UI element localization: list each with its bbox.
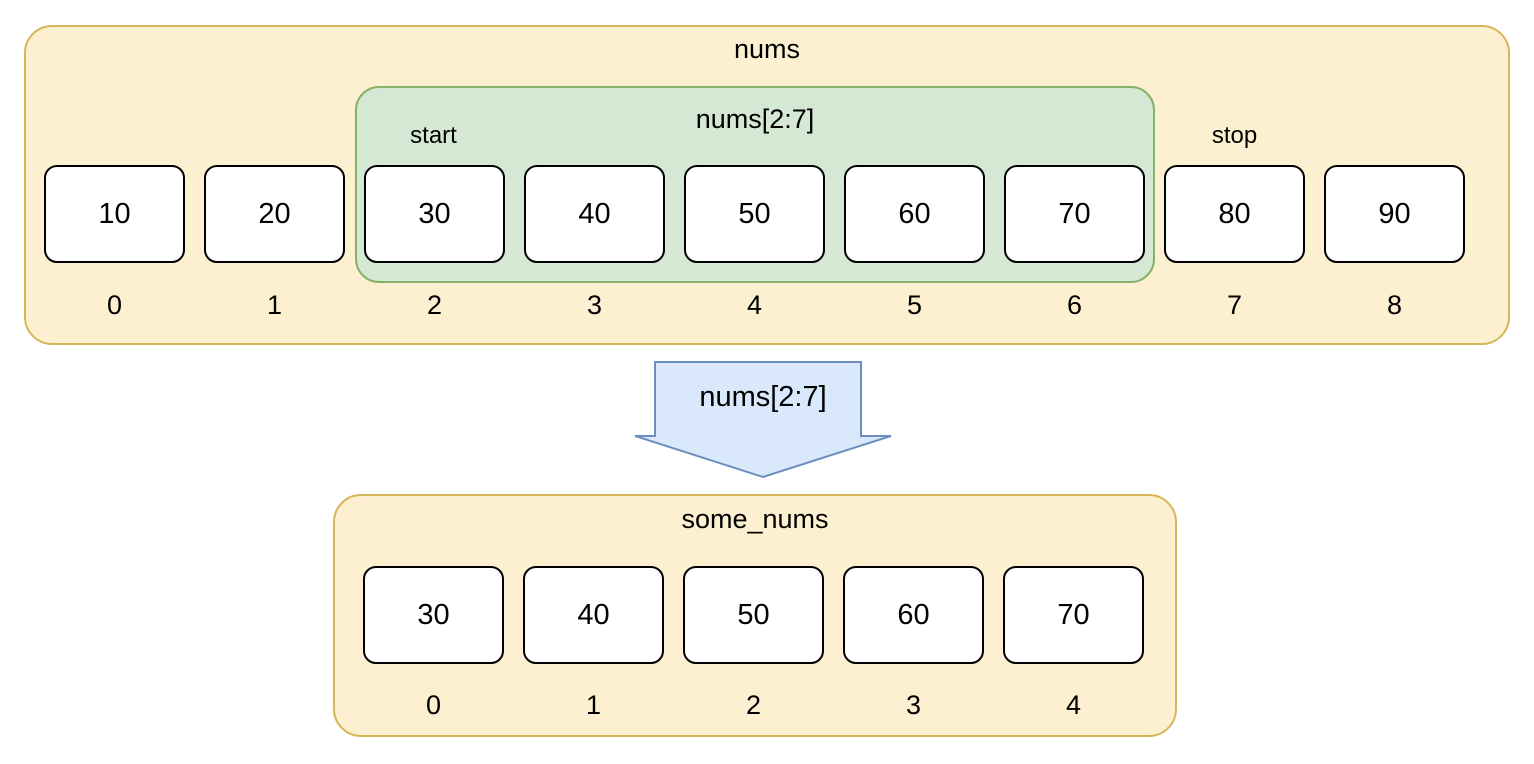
nums-cell: 30 xyxy=(364,165,505,263)
nums-cell: 60 xyxy=(844,165,985,263)
nums-list-title: nums xyxy=(733,34,801,64)
nums-index-label: 2 xyxy=(426,290,443,320)
nums-index-label: 5 xyxy=(906,290,923,320)
nums-index-label: 3 xyxy=(586,290,603,320)
nums-index-label: 1 xyxy=(266,290,283,320)
some-nums-index-label: 0 xyxy=(425,690,442,720)
some-nums-index-label: 3 xyxy=(905,690,922,720)
nums-cell: 70 xyxy=(1004,165,1145,263)
nums-index-label: 8 xyxy=(1386,290,1403,320)
nums-cell: 50 xyxy=(684,165,825,263)
nums-index-label: 6 xyxy=(1066,290,1083,320)
some-nums-cell: 40 xyxy=(523,566,664,664)
some-nums-cell: 60 xyxy=(843,566,984,664)
some-nums-index-label: 2 xyxy=(745,690,762,720)
stop-marker-label: stop xyxy=(1211,122,1258,149)
nums-index-label: 0 xyxy=(106,290,123,320)
nums-cell: 80 xyxy=(1164,165,1305,263)
slice-arrow-label: nums[2:7] xyxy=(699,381,827,413)
nums-cell: 40 xyxy=(524,165,665,263)
nums-index-label: 4 xyxy=(746,290,763,320)
some-nums-cell: 70 xyxy=(1003,566,1144,664)
some-nums-cell: 50 xyxy=(683,566,824,664)
slice-operation-arrow xyxy=(630,358,896,482)
nums-cell: 20 xyxy=(204,165,345,263)
some-nums-cell: 30 xyxy=(363,566,504,664)
start-marker-label: start xyxy=(410,122,457,149)
nums-index-label: 7 xyxy=(1226,290,1243,320)
some-nums-index-label: 4 xyxy=(1065,690,1082,720)
slice-region-title: nums[2:7] xyxy=(695,104,815,134)
some-nums-list-title: some_nums xyxy=(681,504,829,534)
nums-cell: 90 xyxy=(1324,165,1465,263)
some-nums-index-label: 1 xyxy=(585,690,602,720)
nums-cell: 10 xyxy=(44,165,185,263)
